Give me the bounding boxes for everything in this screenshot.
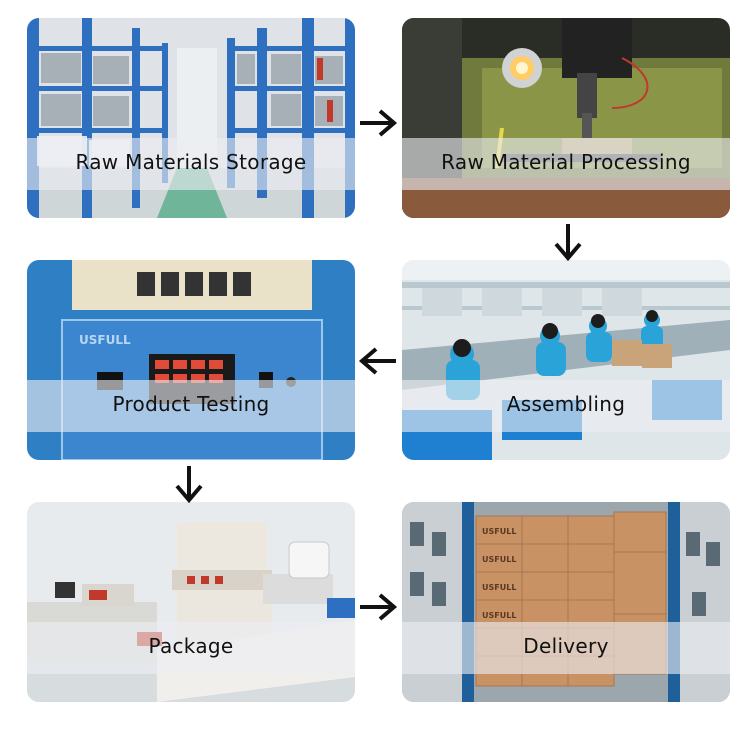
- step-label: Assembling: [506, 392, 626, 416]
- arrow-down-icon: [551, 222, 585, 262]
- step-label: Raw Material Processing: [441, 150, 691, 174]
- cabinet-brand-text: USFULL: [79, 333, 131, 347]
- step-label: Raw Materials Storage: [75, 150, 307, 174]
- box-brand-text: USFULL: [482, 555, 516, 564]
- step-product-testing: USFULL Product Testing: [27, 260, 355, 460]
- caption-band: [402, 622, 730, 674]
- step-package: Package: [27, 502, 355, 702]
- box-brand-text: USFULL: [482, 583, 516, 592]
- caption-band: [402, 138, 730, 190]
- box-brand-text: USFULL: [482, 527, 516, 536]
- step-delivery: USFULL USFULL USFULL USFULL Delivery: [402, 502, 730, 702]
- step-raw-materials-storage: Raw Materials Storage: [27, 18, 355, 218]
- step-label: Product Testing: [112, 392, 270, 416]
- arrow-right-icon: [358, 590, 398, 624]
- caption-band: [27, 380, 355, 432]
- step-raw-material-processing: Raw Material Processing: [402, 18, 730, 218]
- caption-band: [402, 380, 730, 432]
- box-brand-text: USFULL: [482, 611, 516, 620]
- step-label: Delivery: [523, 634, 609, 658]
- step-label: Package: [148, 634, 234, 658]
- step-assembling: Assembling: [402, 260, 730, 460]
- caption-band: [27, 622, 355, 674]
- arrow-left-icon: [358, 344, 398, 378]
- caption-band: [27, 138, 355, 190]
- arrow-down-icon: [172, 464, 206, 504]
- arrow-right-icon: [358, 106, 398, 140]
